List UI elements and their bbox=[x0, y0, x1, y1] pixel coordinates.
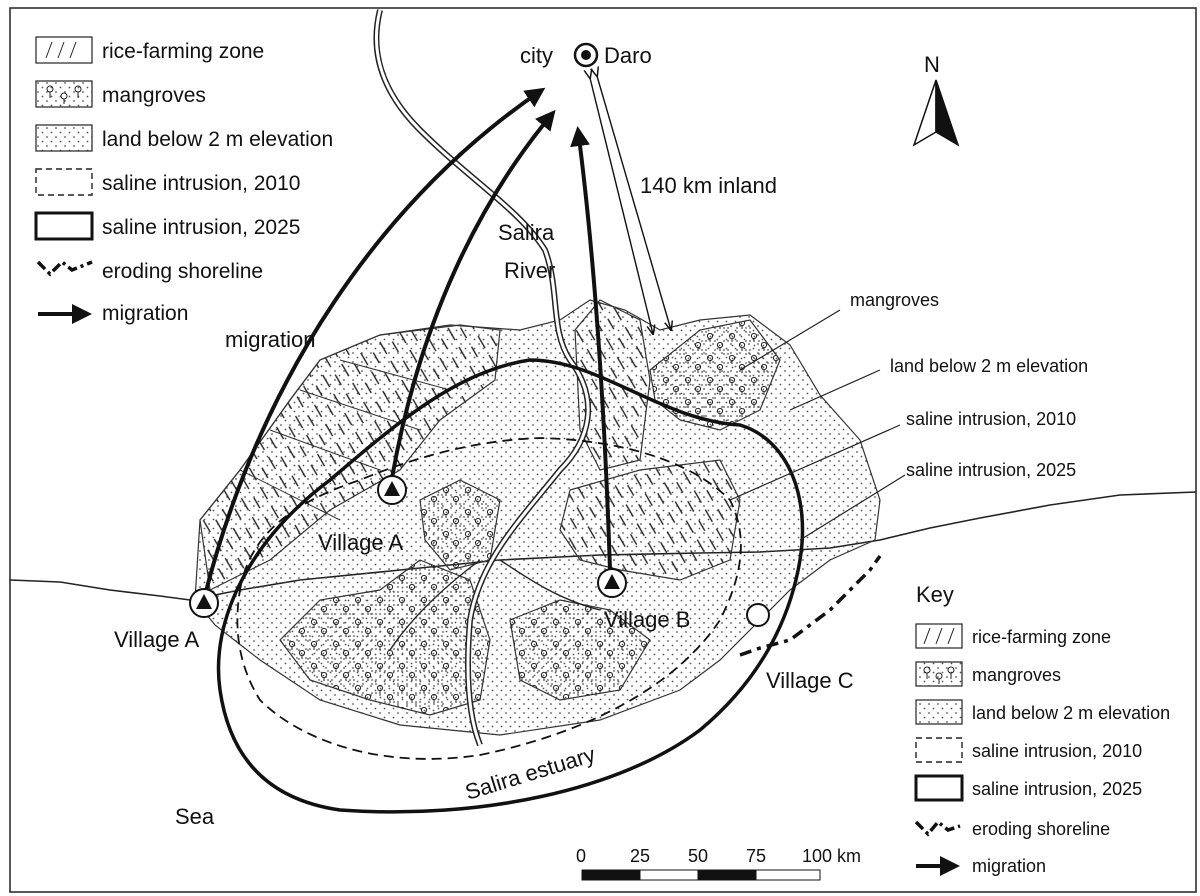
saline-intrusion-2025 bbox=[216, 358, 805, 814]
legend-key-lowland-swatch bbox=[915, 699, 963, 725]
river-tributary-2 bbox=[389, 559, 481, 651]
legend-top-dashed-swatch bbox=[35, 168, 93, 196]
legend-key-label-3: land below 2 m elevation bbox=[972, 703, 1170, 723]
legend-top-erode-swatch bbox=[36, 259, 93, 277]
legend-top-rice-swatch bbox=[35, 36, 93, 64]
legend-key-label-2: mangroves bbox=[972, 665, 1061, 685]
legend-key: Key rice-farming zone mangroves land bel… bbox=[914, 582, 1170, 876]
scale-tick-75: 75 bbox=[746, 846, 766, 866]
scale-tick-50: 50 bbox=[688, 846, 708, 866]
city-daro-marker bbox=[573, 42, 599, 68]
legend-top-label-7: migration bbox=[102, 302, 188, 325]
legend-top: rice-farming zone mangroves land below 2… bbox=[34, 36, 333, 325]
village-b-marker bbox=[597, 568, 627, 598]
village-b-label: Village B bbox=[604, 607, 690, 632]
rice-fields-west bbox=[199, 324, 501, 591]
eroding-shoreline bbox=[739, 554, 882, 657]
scale-bar bbox=[581, 869, 821, 881]
legend-key-label-1: rice-farming zone bbox=[972, 627, 1111, 647]
village-a-inland-label: Village A bbox=[318, 530, 404, 555]
legend-top-label-1: rice-farming zone bbox=[102, 40, 264, 63]
legend-top-label-4: saline intrusion, 2010 bbox=[102, 172, 300, 195]
callout-saline-2025-label: saline intrusion, 2025 bbox=[906, 460, 1076, 480]
north-arrow bbox=[912, 79, 960, 147]
scale-tick-25: 25 bbox=[630, 846, 650, 866]
legend-key-mangrove-swatch bbox=[915, 661, 963, 687]
river-tributary-1 bbox=[499, 559, 601, 611]
callout-lowland-label: land below 2 m elevation bbox=[890, 356, 1088, 376]
callout-lines bbox=[729, 309, 906, 541]
legend-key-label-5: saline intrusion, 2025 bbox=[972, 779, 1142, 799]
distance-label: 140 km inland bbox=[640, 173, 777, 198]
city-label: city bbox=[520, 43, 553, 68]
legend-key-dashed-swatch bbox=[915, 737, 963, 763]
legend-top-label-3: land below 2 m elevation bbox=[102, 128, 333, 151]
village-c-label: Village C bbox=[766, 668, 854, 693]
distance-arrows bbox=[590, 76, 671, 334]
village-c-marker bbox=[746, 603, 770, 627]
north-label: N bbox=[924, 52, 940, 77]
legend-key-label-7: migration bbox=[972, 856, 1046, 876]
saline-intrusion-2010 bbox=[236, 437, 742, 760]
migration-label: migration bbox=[225, 327, 315, 352]
river-label-line1: Salira bbox=[498, 220, 555, 245]
sea-label: Sea bbox=[175, 804, 215, 829]
village-a-coast-label: Village A bbox=[114, 627, 200, 652]
callout-mangroves-label: mangroves bbox=[850, 290, 939, 310]
legend-key-label-6: eroding shoreline bbox=[972, 819, 1110, 839]
legend-key-erode-swatch bbox=[914, 819, 961, 837]
village-a-coast-marker bbox=[189, 588, 219, 618]
village-a-inland-marker bbox=[377, 475, 407, 505]
city-name: Daro bbox=[604, 43, 652, 68]
scale-tick-0: 0 bbox=[576, 846, 586, 866]
legend-key-bold-swatch bbox=[914, 774, 964, 802]
legend-top-label-6: eroding shoreline bbox=[102, 260, 263, 283]
mangrove-patches bbox=[279, 319, 781, 716]
callout-saline-2010-label: saline intrusion, 2010 bbox=[906, 409, 1076, 429]
legend-key-rice-swatch bbox=[915, 623, 963, 649]
legend-top-lowland-swatch bbox=[35, 124, 93, 152]
legend-top-label-2: mangroves bbox=[102, 84, 206, 107]
legend-top-label-5: saline intrusion, 2025 bbox=[102, 216, 300, 239]
scale-tick-100: 100 km bbox=[802, 846, 861, 866]
river-label-line2: River bbox=[504, 258, 555, 283]
legend-top-bold-swatch bbox=[34, 211, 94, 241]
legend-key-title: Key bbox=[916, 582, 954, 607]
legend-key-label-4: saline intrusion, 2010 bbox=[972, 741, 1142, 761]
legend-top-mangrove-swatch bbox=[35, 80, 93, 108]
